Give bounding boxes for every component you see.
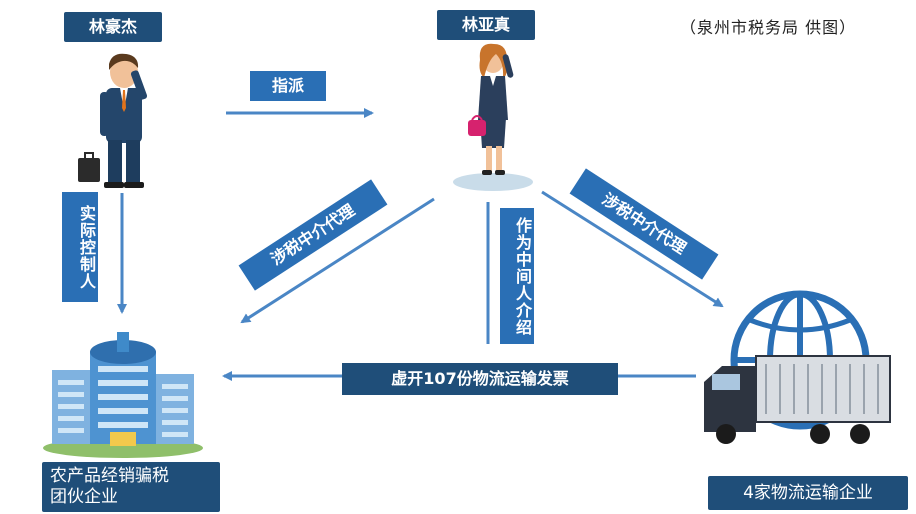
assign-label: 指派 [250, 71, 326, 101]
intermediary-label: 作为中间人介绍 [500, 208, 534, 344]
person-top-tag: 林亚真 [437, 10, 535, 40]
businesswoman-icon [453, 43, 533, 191]
image-credit: （泉州市税务局 供图） [680, 18, 857, 37]
company-right-box: 4家物流运输企业 [708, 476, 908, 510]
businessman-icon [78, 53, 148, 188]
building-icon [43, 332, 203, 458]
agent-left-arrow [240, 197, 435, 324]
agent-right-arrow [541, 190, 724, 308]
person-left-tag: 林豪杰 [64, 12, 162, 42]
actual-controller-label: 实际控制人 [62, 192, 98, 302]
logistics-truck-icon [704, 290, 891, 444]
company-left-box: 农产品经销骗税 团伙企业 [42, 462, 220, 512]
invoice-label: 虚开107份物流运输发票 [342, 363, 618, 395]
